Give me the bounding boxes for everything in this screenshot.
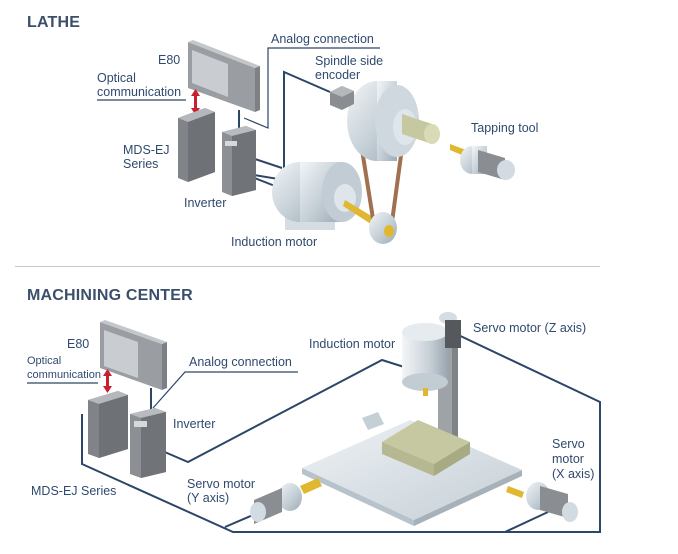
lathe-e80-label: E80 <box>158 53 181 67</box>
mc-induction-motor-label: Induction motor <box>309 337 396 351</box>
mc-servo-y <box>250 478 322 524</box>
mc-servo-y-label-2: (Y axis) <box>187 491 230 505</box>
mc-analog-leader <box>152 371 298 409</box>
mc-servo-z <box>439 312 461 348</box>
mc-wires <box>81 331 601 533</box>
lathe-mds-label-2: Series <box>123 157 159 171</box>
mc-spindle-motor <box>402 323 448 396</box>
lathe-encoder-label-2: encoder <box>315 68 361 82</box>
mc-servo-x-branch <box>504 511 549 533</box>
lathe-analog-label: Analog connection <box>271 32 374 46</box>
lathe-mds-ej-drive <box>178 108 215 182</box>
lathe-optical-arrow <box>191 89 200 115</box>
mc-mds-ej-drive <box>88 391 128 458</box>
mc-e80-controller <box>100 320 167 390</box>
mc-servo-loop <box>81 331 601 533</box>
lathe-analog-leader <box>243 47 380 129</box>
lathe-optical-label-2: communication <box>97 85 182 99</box>
lathe-optical-label-1: Optical <box>97 71 136 85</box>
mc-inverter-to-spindle-wire <box>159 358 421 464</box>
mc-optical-label-1: Optical <box>27 355 62 367</box>
mc-servo-x-label-3: (X axis) <box>552 467 595 481</box>
mc-inverter-label: Inverter <box>173 417 216 431</box>
mc-table <box>302 420 522 526</box>
lathe-spindle-encoder <box>330 86 354 110</box>
lathe-inverter-label: Inverter <box>184 196 227 210</box>
lathe-inverter-motor-wire <box>251 157 283 169</box>
lathe-induction-motor-label: Induction motor <box>231 235 318 249</box>
mc-servo-x <box>506 482 578 522</box>
mc-mds-label: MDS-EJ Series <box>31 484 117 498</box>
mc-servo-z-label: Servo motor (Z axis) <box>473 321 587 335</box>
lathe-small-pulley <box>369 212 397 244</box>
mc-servo-x-label-1: Servo <box>552 437 585 451</box>
lathe-encoder-label-1: Spindle side <box>315 54 384 68</box>
lathe-tapping-tool <box>450 144 515 180</box>
mc-servo-x-label-2: motor <box>552 452 584 466</box>
mc-optical-label-2: communication <box>27 369 101 381</box>
mc-e80-label: E80 <box>67 337 90 351</box>
mc-workpiece <box>382 420 470 476</box>
mc-analog-label: Analog connection <box>189 355 292 369</box>
lathe-inverter <box>222 126 256 196</box>
lathe-tapping-tool-label: Tapping tool <box>471 121 539 135</box>
lathe-e80-controller <box>188 40 260 112</box>
mc-optical-arrow <box>103 369 112 393</box>
lathe-spindle <box>347 81 440 161</box>
mc-servo-y-label-1: Servo motor <box>187 477 256 491</box>
lathe-mds-label-1: MDS-EJ <box>123 143 170 157</box>
lathe-encoder-wire <box>253 70 331 182</box>
machining-center-title: MACHINING CENTER <box>27 287 193 304</box>
lathe-wires <box>238 47 380 187</box>
section-divider <box>15 266 600 267</box>
mc-inverter <box>130 408 166 478</box>
mc-rail-rod <box>362 412 384 430</box>
lathe-title: LATHE <box>27 14 81 31</box>
lathe-induction-motor <box>272 162 378 230</box>
